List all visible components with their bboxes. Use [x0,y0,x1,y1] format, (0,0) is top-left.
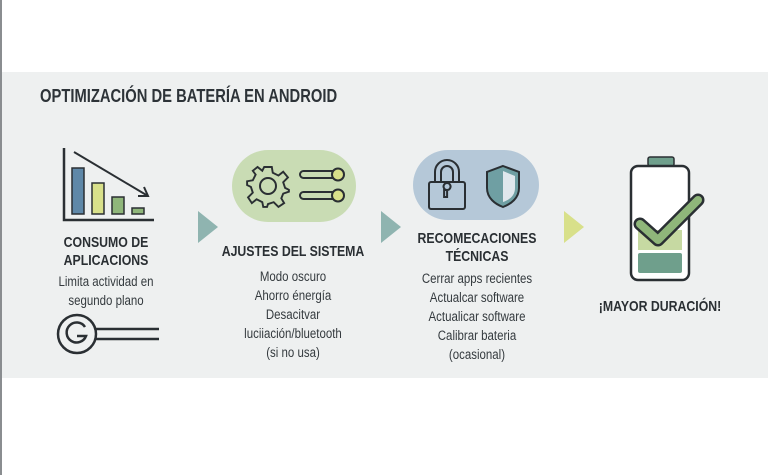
step-text: (si no usa) [266,345,320,360]
step-text: Actualcar software [429,290,525,305]
step-text: Limita actividad en [58,274,154,289]
lock-shield-icon [413,150,539,220]
step-heading: RECOMECACIONES [417,230,537,247]
settings-gear-toggles-icon [232,150,356,222]
result-heading: ¡MAYOR DURACIÓN! [598,298,722,315]
step-heading: AJUSTES DEL SISTEMA [221,243,365,260]
step-heading: TÉCNICAS [445,248,509,265]
google-g-icon [56,313,159,355]
arrow-right-icon [564,211,584,243]
step-text: Ahorro énergía [254,288,332,303]
step-text: segundo plano [68,293,144,308]
step-technical-recommendations: RECOMECACIONES TÉCNICAS Cerrar apps reci… [404,230,549,364]
step-text: Cerrar apps recientes [421,271,533,286]
left-border [0,0,2,475]
arrow-right-icon [198,211,218,243]
page-title: OPTIMIZACIÓN DE BATERÍA EN ANDROID [40,86,338,106]
declining-bar-chart-icon [62,148,154,222]
step-text: (ocasional) [448,347,506,362]
step-text: Calibrar bateria [437,328,517,343]
arrow-right-icon [381,211,401,243]
step-heading: APLICACIONS [63,252,149,269]
step-text: Modo oscuro [259,269,327,284]
step-text: Desacitvar [265,307,321,322]
step-text: luciiación/bluetooth [244,326,342,341]
step-heading: CONSUMO DE [63,234,149,251]
step-app-consumption: CONSUMO DE APLICACIONS Limita actividad … [50,234,162,310]
step-text: Actualicar software [428,309,526,324]
step-result: ¡MAYOR DURACIÓN! [585,298,734,316]
step-system-settings: AJUSTES DEL SISTEMA Modo oscuro Ahorro é… [206,243,380,362]
battery-check-icon [629,156,705,282]
